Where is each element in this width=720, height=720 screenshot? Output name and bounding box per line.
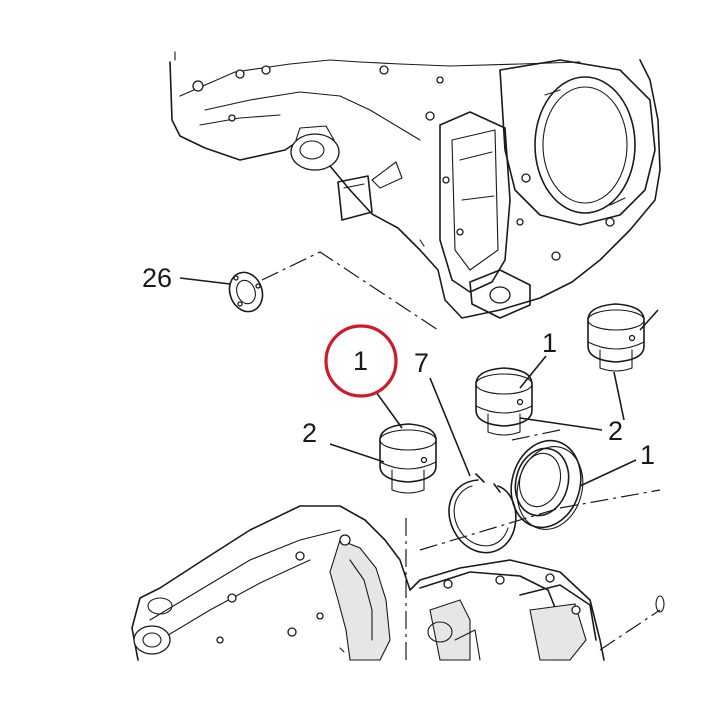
bearing-shell-middle <box>475 367 533 436</box>
callout-labels: 26 1 7 1 1 2 2 <box>142 263 655 470</box>
label-2-left: 2 <box>302 418 317 448</box>
upper-crankcase-drawing <box>169 51 661 319</box>
bearing-shell-right <box>587 303 645 372</box>
washer-part-26 <box>228 271 264 313</box>
label-1-right: 1 <box>640 440 655 470</box>
lower-crankcase-drawing <box>131 505 665 661</box>
label-2-middle: 2 <box>608 416 623 446</box>
bearing-shell-left <box>379 423 437 494</box>
leader-lines <box>179 277 659 487</box>
label-26: 26 <box>142 263 172 293</box>
snap-ring-part-7 <box>448 473 517 554</box>
label-7: 7 <box>414 348 429 378</box>
oil-seal-part-1 <box>510 439 584 530</box>
highlight-circle <box>324 324 398 398</box>
label-1-highlighted: 1 <box>353 346 368 376</box>
label-1-middle: 1 <box>542 328 557 358</box>
assembly-lines <box>261 251 661 660</box>
